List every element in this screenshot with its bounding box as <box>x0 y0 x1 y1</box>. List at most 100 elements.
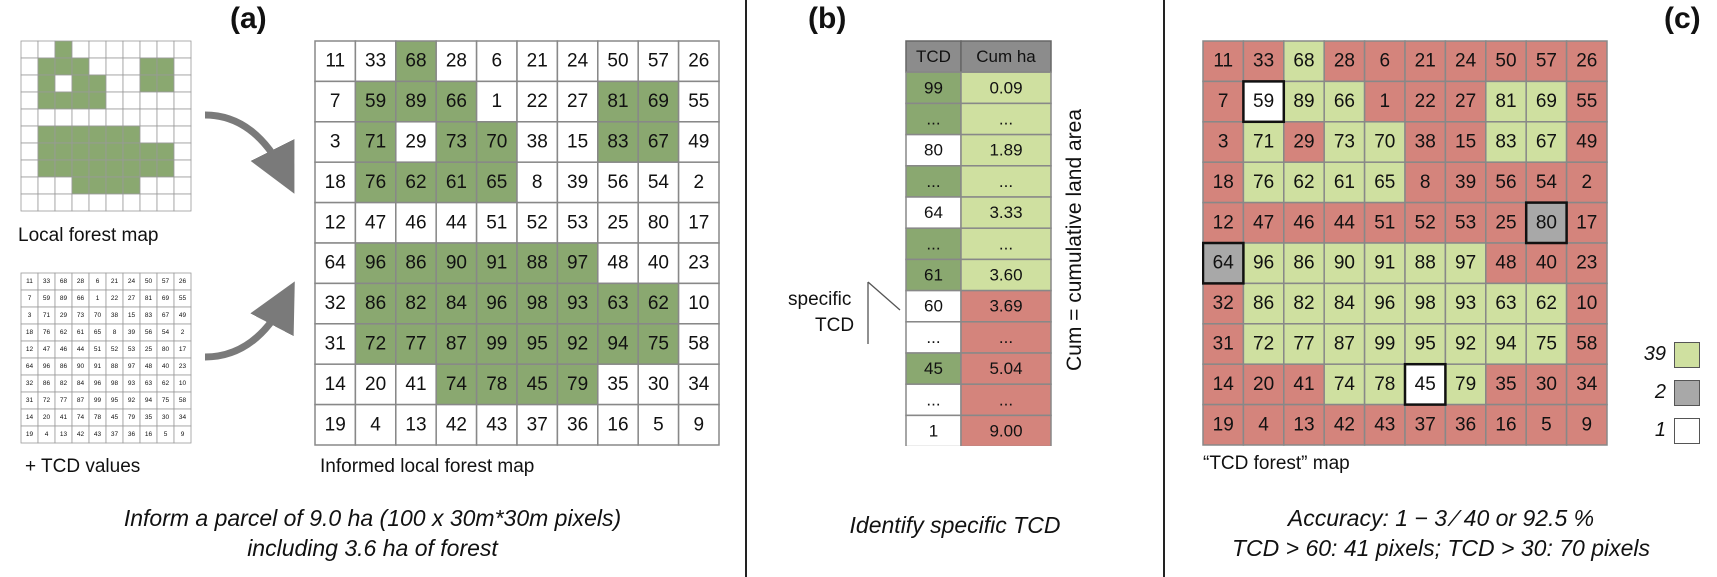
informed-cell <box>435 282 478 325</box>
panel-c-label: (c) <box>1664 2 1701 35</box>
mask-cell <box>20 108 39 127</box>
mask-cell <box>88 193 107 212</box>
tcd-forest-cell-value: 24 <box>1455 51 1477 72</box>
mask-cell <box>88 40 107 59</box>
legend-omission-swatch <box>1674 418 1700 444</box>
informed-cell-value: 59 <box>365 91 386 112</box>
small-tcd-value: 52 <box>111 346 119 353</box>
tcd-forest-cell <box>1283 323 1325 365</box>
small-tcd-value: 28 <box>77 278 85 285</box>
tcd-forest-cell <box>1283 121 1325 163</box>
mask-cell <box>71 40 90 59</box>
tcd-forest-cell-value: 36 <box>1455 414 1476 435</box>
table-cum-value: 0.09 <box>989 78 1022 97</box>
tcd-forest-cell-value: 44 <box>1334 212 1356 233</box>
tcd-forest-cell-value: 29 <box>1293 132 1314 153</box>
tcd-forest-cell-value: 97 <box>1455 253 1476 274</box>
tcd-forest-cell-value: 9 <box>1582 414 1593 435</box>
small-tcd-value: 30 <box>162 414 170 421</box>
tcd-forest-cell <box>1363 403 1406 446</box>
informed-cell <box>354 403 397 446</box>
informed-cell <box>435 40 478 83</box>
tcd-forest-cell-value: 10 <box>1576 293 1597 314</box>
tcd-forest-cell-value: 31 <box>1213 334 1234 355</box>
tcd-forest-cell <box>1444 161 1487 204</box>
mask-cell <box>122 142 141 161</box>
informed-cell-value: 29 <box>405 132 426 153</box>
table-tcd-value: 80 <box>924 141 943 160</box>
informed-cell-value: 7 <box>330 91 341 112</box>
informed-cell-value: 81 <box>607 91 628 112</box>
tcd-forest-cell <box>1525 161 1568 204</box>
small-tcd-value: 5 <box>164 431 168 438</box>
panel-a-caption-line2: including 3.6 ha of forest <box>247 535 498 561</box>
tcd-forest-cell-value: 37 <box>1415 414 1436 435</box>
tcd-forest-cell <box>1202 363 1245 406</box>
tcd-forest-cell-value: 38 <box>1415 132 1436 153</box>
small-tcd-value: 34 <box>179 414 187 421</box>
small-tcd-value: 66 <box>77 295 85 302</box>
arrow-top <box>204 111 295 194</box>
legend-commission-count: 2 <box>1654 381 1666 403</box>
small-tcd-value: 78 <box>94 414 102 421</box>
tcd-forest-cell-value: 77 <box>1293 334 1314 355</box>
mask-cell <box>54 193 73 212</box>
table-cum-value: ... <box>999 234 1013 253</box>
mask-cell <box>139 176 158 195</box>
table-tcd-cell <box>905 196 962 229</box>
informed-cell <box>475 121 518 163</box>
informed-cell <box>677 201 720 244</box>
tcd-forest-cell-value: 1 <box>1380 91 1391 112</box>
small-tcd-value: 94 <box>145 397 153 404</box>
informed-cell-value: 94 <box>607 334 629 355</box>
small-tcd-value: 1 <box>96 295 100 302</box>
tcd-forest-cell <box>1283 201 1325 244</box>
informed-cell <box>637 161 680 204</box>
panel-a-label: (a) <box>230 2 267 35</box>
informed-cell-value: 32 <box>325 293 346 314</box>
tcd-forest-cell-value: 68 <box>1293 51 1314 72</box>
mask-cell <box>88 176 107 195</box>
table-cum-cell <box>960 258 1052 292</box>
informed-cell-value: 11 <box>325 51 345 72</box>
informed-cell-value: 86 <box>405 253 426 274</box>
tcd-forest-cell-value: 57 <box>1536 51 1557 72</box>
small-tcd-value: 81 <box>145 295 153 302</box>
informed-cell-value: 91 <box>486 253 507 274</box>
tcd-forest-cell-value: 71 <box>1253 132 1274 153</box>
informed-cell <box>556 201 599 244</box>
table-tcd-cell <box>905 383 962 417</box>
small-tcd-value: 76 <box>43 329 51 336</box>
tcd-forest-cell-value: 42 <box>1334 414 1355 435</box>
table-cum-value: 1.89 <box>989 141 1022 160</box>
mask-cell <box>139 74 158 93</box>
small-tcd-value: 18 <box>26 329 34 336</box>
tcd-forest-cell-value: 47 <box>1253 212 1274 233</box>
small-tcd-value: 62 <box>60 329 68 336</box>
informed-cell <box>435 161 478 204</box>
mask-cell <box>37 108 56 127</box>
small-tcd-value: 91 <box>94 363 102 370</box>
informed-cell-value: 92 <box>567 334 588 355</box>
mask-cell <box>105 108 124 127</box>
informed-cell-value: 83 <box>607 132 628 153</box>
mask-cell <box>139 125 158 144</box>
informed-cell-value: 45 <box>527 374 548 395</box>
tcd-forest-cell <box>1242 201 1285 244</box>
informed-cell-value: 75 <box>648 334 669 355</box>
small-tcd-value: 43 <box>94 431 102 438</box>
table-tcd-cell <box>905 289 962 323</box>
mask-cell <box>88 91 107 110</box>
informed-cell <box>354 282 397 325</box>
small-tcd-value: 26 <box>179 278 187 285</box>
informed-cell-value: 67 <box>648 132 669 153</box>
tcd-forest-cell-value: 19 <box>1213 414 1234 435</box>
tcd-forest-cell <box>1565 363 1608 406</box>
small-tcd-value: 65 <box>94 329 102 336</box>
small-tcd-value: 16 <box>145 431 153 438</box>
table-tcd-value: ... <box>926 234 940 253</box>
small-tcd-value: 13 <box>60 431 68 438</box>
informed-cell <box>475 282 518 325</box>
mask-cell <box>20 74 39 93</box>
